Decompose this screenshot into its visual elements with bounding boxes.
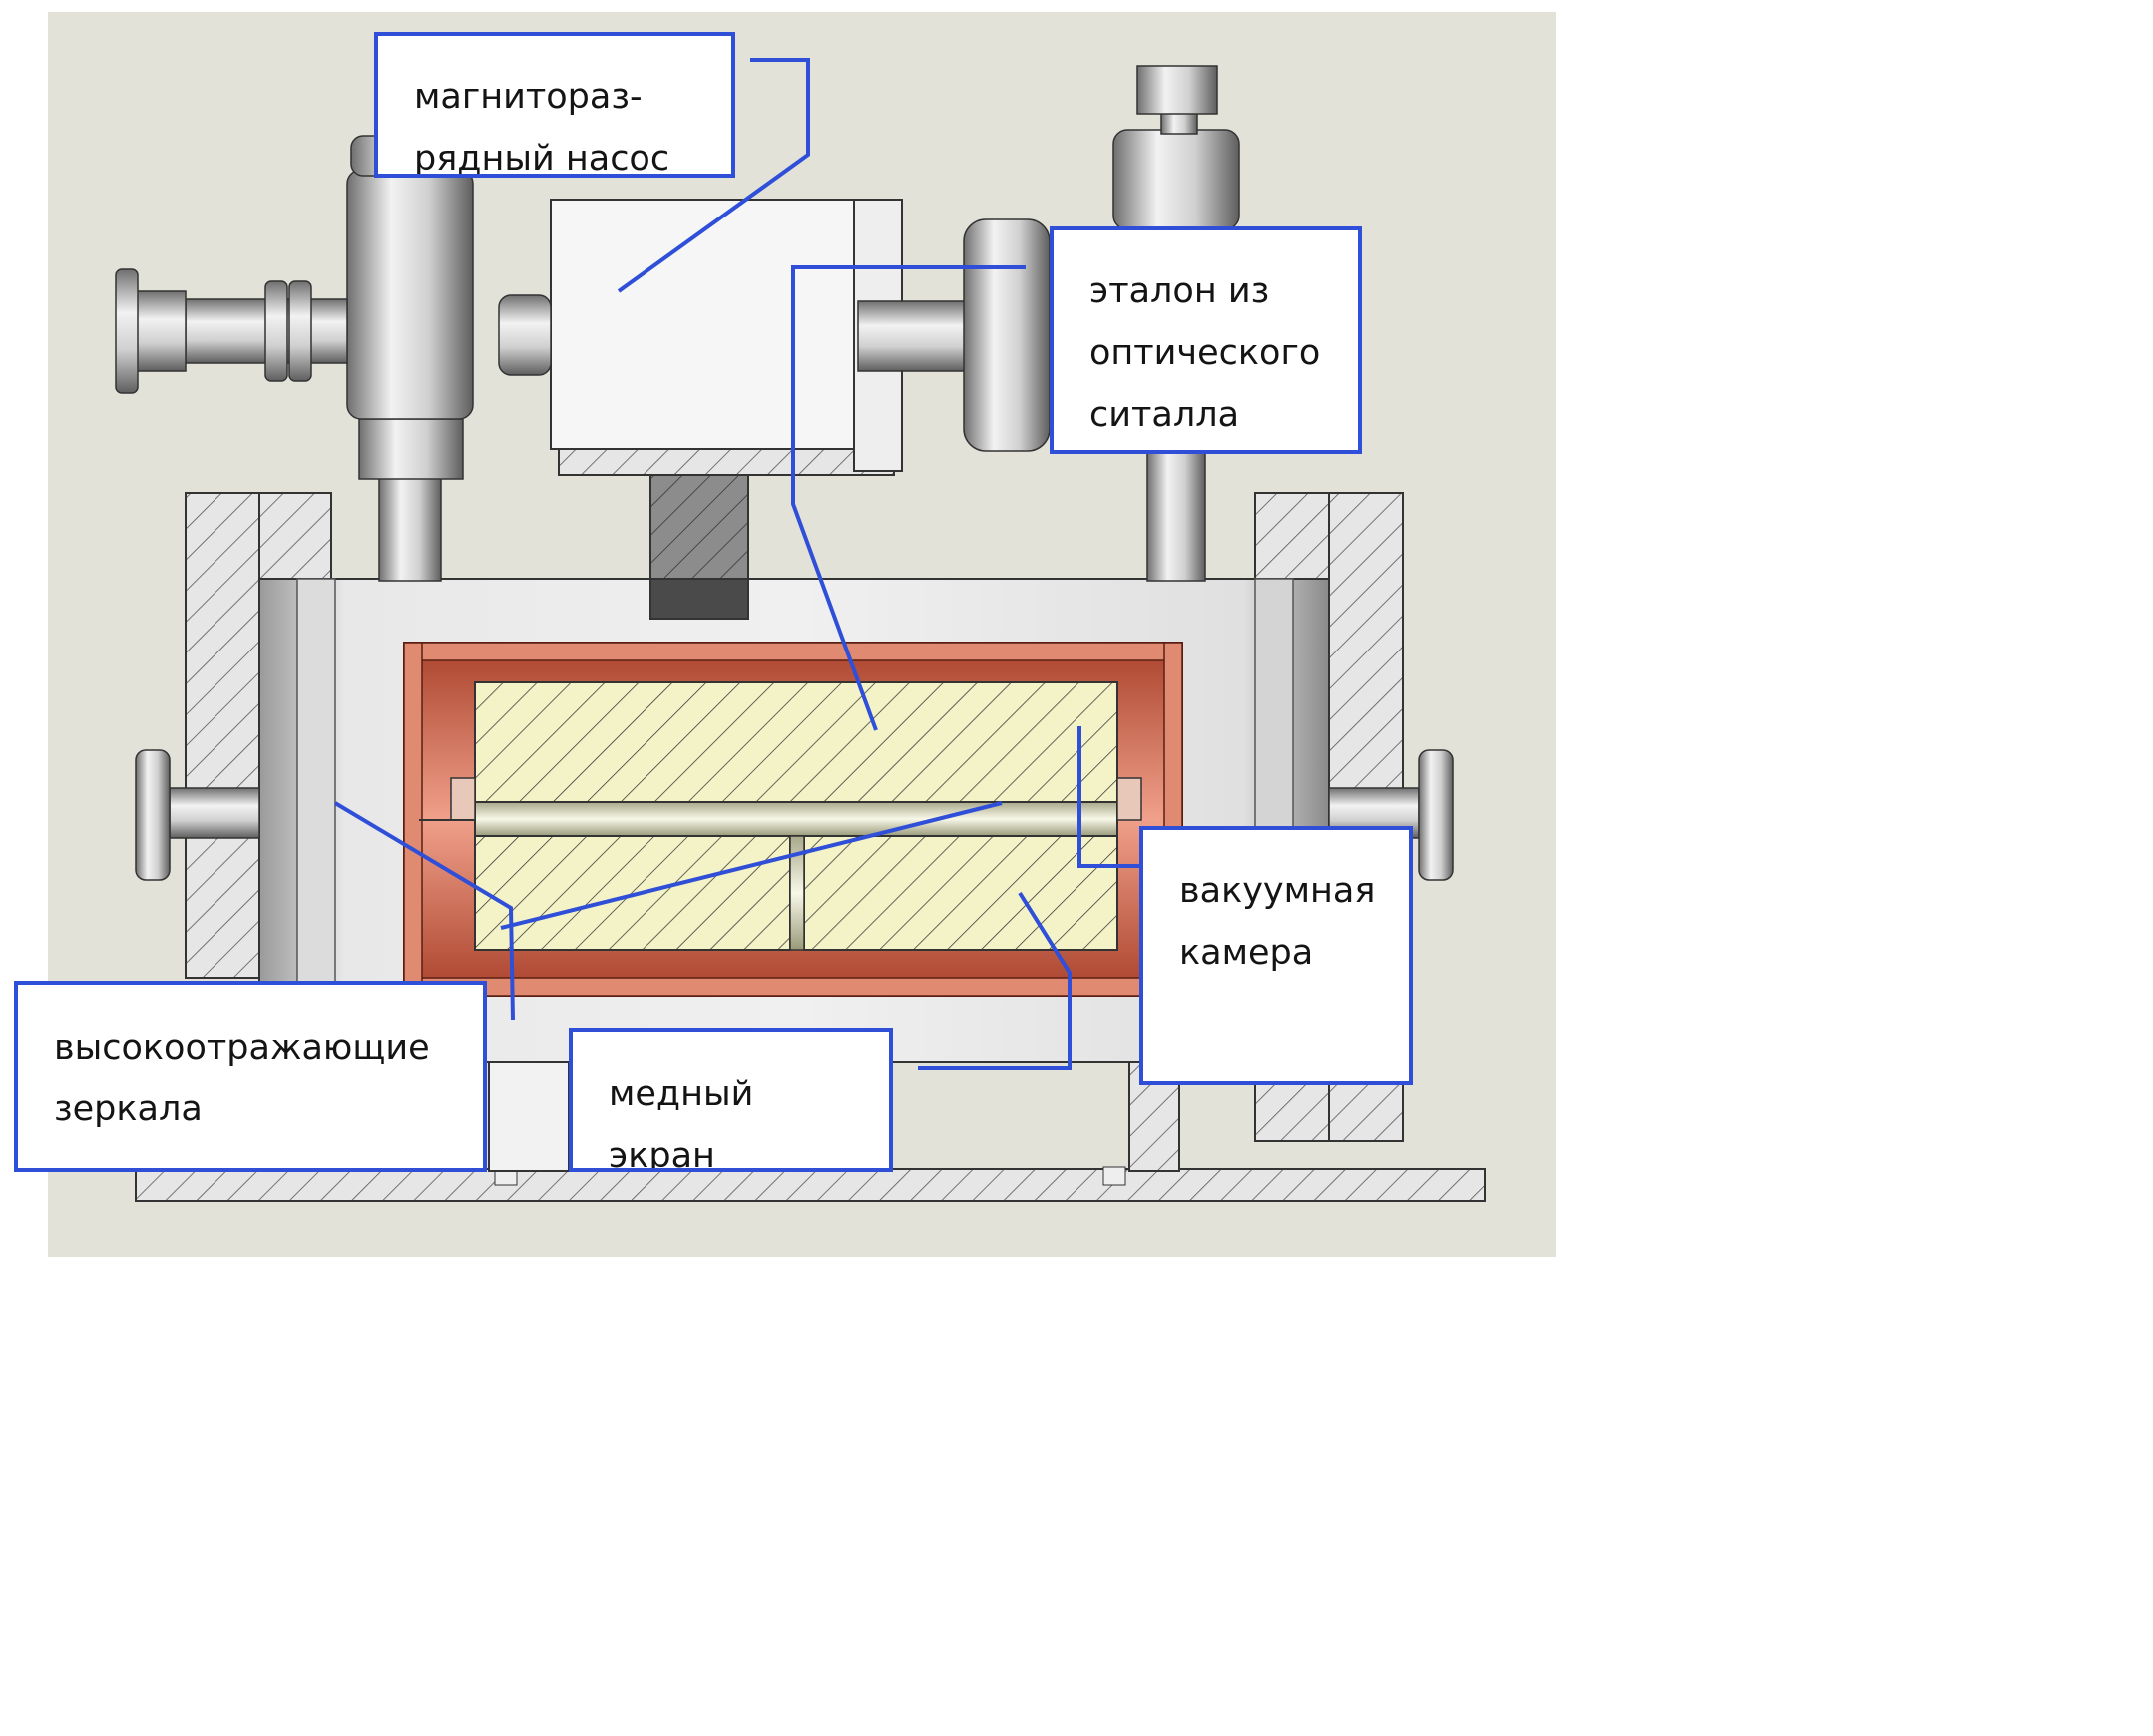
- leader-pump: [617, 58, 810, 293]
- pump-base: [558, 446, 895, 476]
- copper-shield-bottom: [403, 977, 1183, 997]
- callout-copper-shield: медный экран: [569, 1028, 893, 1172]
- pump-body: [550, 199, 903, 450]
- callout-mirrors-line1: высокоотражающие: [54, 1028, 430, 1068]
- callout-ion-pump: магнитораз- рядный насос: [374, 32, 735, 178]
- callout-mirrors-line2: зеркала: [54, 1089, 203, 1129]
- callout-etalon-line3: ситалла: [1089, 395, 1240, 435]
- side-knob-right: [1418, 749, 1454, 881]
- mirror-right: [1116, 777, 1142, 821]
- base-plate: [135, 1168, 1486, 1202]
- etalon-upper: [474, 681, 1118, 803]
- etalon-slot: [789, 835, 805, 951]
- etalon-lower-right: [803, 835, 1118, 951]
- right-valve-body: [1112, 129, 1240, 230]
- callout-vacuum-chamber-line2: камера: [1179, 933, 1314, 973]
- copper-shield-top: [403, 642, 1183, 661]
- pump-mount-lower: [649, 578, 749, 620]
- flange-left-inner: [258, 492, 332, 580]
- left-valve-stem: [378, 468, 442, 582]
- callout-mirrors: высокоотражающие зеркала: [14, 981, 487, 1172]
- leader-mirror-1: [333, 801, 515, 1021]
- flange-right-inner: [1254, 492, 1330, 580]
- callout-ion-pump-line1: магнитораз-: [414, 77, 643, 117]
- left-valve-flange-a: [264, 280, 288, 382]
- callout-etalon-line2: оптического: [1089, 333, 1321, 373]
- foot-right: [1102, 1166, 1126, 1186]
- left-valve-flange-b: [288, 280, 312, 382]
- right-valve-stem: [1146, 448, 1206, 582]
- right-valve-neck: [1160, 111, 1198, 135]
- leader-etalon: [791, 265, 1026, 731]
- callout-ion-pump-line2: рядный насос: [414, 139, 670, 178]
- leader-mirror-2: [500, 801, 1003, 930]
- callout-copper-shield-line2: экран: [609, 1136, 715, 1172]
- callout-vacuum-chamber: вакуумная камера: [1139, 826, 1413, 1085]
- callout-etalon: эталон из оптического ситалла: [1050, 226, 1362, 454]
- mirror-left: [450, 777, 476, 821]
- callout-etalon-line1: эталон из: [1089, 271, 1270, 311]
- side-knob-left: [135, 749, 171, 881]
- left-valve-nut: [358, 418, 464, 480]
- right-valve-nut: [1136, 65, 1218, 115]
- left-valve-endcap: [115, 268, 139, 394]
- pump-port: [498, 294, 552, 376]
- callout-copper-shield-line1: медный: [609, 1075, 754, 1114]
- leader-chamber: [1077, 726, 1142, 868]
- side-port-left: [169, 787, 260, 839]
- support-left: [488, 1061, 570, 1172]
- callout-vacuum-chamber-line1: вакуумная: [1179, 871, 1376, 911]
- left-valve-body: [346, 169, 474, 420]
- left-valve-end: [135, 290, 187, 372]
- pump-flange: [963, 218, 1051, 452]
- etalon-bore: [474, 801, 1118, 837]
- pump-mount: [649, 472, 749, 580]
- leader-copper: [918, 891, 1072, 1070]
- pump-output-tube: [857, 300, 971, 372]
- etalon-lower-left: [474, 835, 791, 951]
- flange-left-outer: [185, 492, 260, 979]
